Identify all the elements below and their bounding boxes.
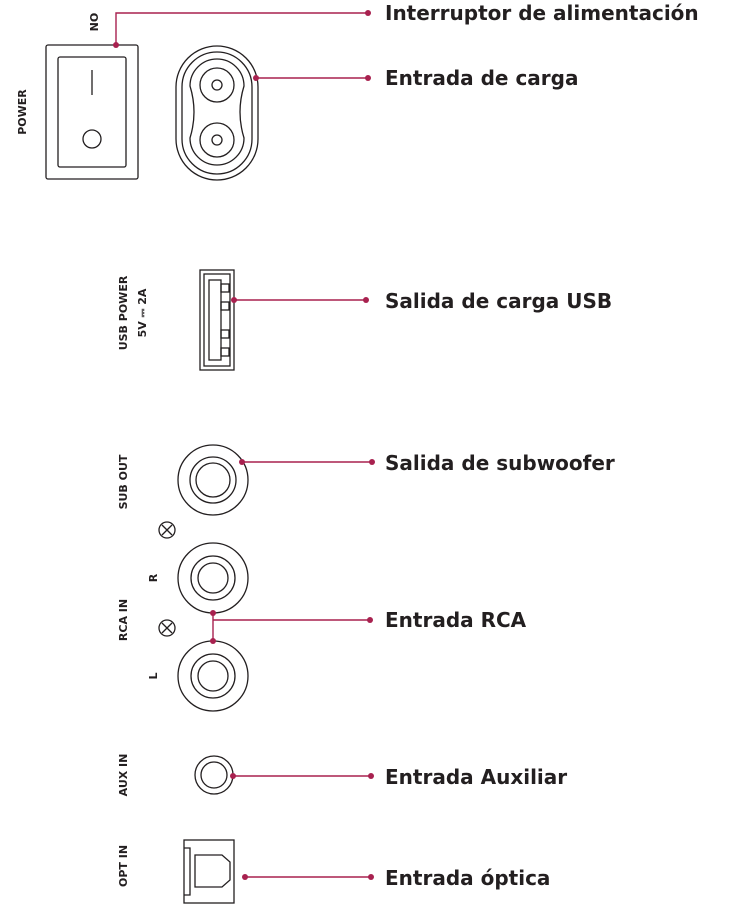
- usb-power-label: USB POWER: [117, 275, 130, 350]
- leader-end-dot: [363, 297, 369, 303]
- leader-start-dot: [230, 773, 236, 779]
- rca-in-label: RCA IN: [117, 599, 130, 641]
- usb-port-icon: [199, 269, 235, 371]
- leader-end-dot: [368, 874, 374, 880]
- usb-rating-label: 5V ⎓ 2A: [136, 288, 149, 337]
- leader-rca: [212, 613, 370, 641]
- callout-power-switch: Interruptor de alimentación: [385, 1, 699, 25]
- opt-in-label: OPT IN: [117, 845, 130, 887]
- rca-right-label: R: [147, 573, 160, 582]
- leader-end-dot: [365, 75, 371, 81]
- rca-jack-icon: [177, 444, 249, 516]
- callout-optical: Entrada óptica: [385, 866, 550, 890]
- callout-power-inlet: Entrada de carga: [385, 66, 578, 90]
- screw-icon: [158, 521, 176, 539]
- leader-start-dot: [210, 610, 216, 616]
- aux-in-label: AUX IN: [117, 754, 130, 797]
- rca-jack-icon: [177, 640, 249, 712]
- on-label: ON: [87, 13, 100, 32]
- leader-end-dot: [365, 10, 371, 16]
- leader-start-dot: [253, 75, 259, 81]
- leader-end-dot: [369, 459, 375, 465]
- callout-aux: Entrada Auxiliar: [385, 765, 567, 789]
- rocker-switch-icon: [45, 44, 139, 180]
- rca-left-label: L: [147, 672, 160, 679]
- callout-sub-out: Salida de subwoofer: [385, 451, 615, 475]
- leader-start-dot: [242, 874, 248, 880]
- aux-jack-icon: [194, 755, 234, 795]
- optical-port-icon: [183, 839, 235, 904]
- callout-usb: Salida de carga USB: [385, 289, 612, 313]
- leader-start-dot: [239, 459, 245, 465]
- sub-out-label: SUB OUT: [117, 454, 130, 509]
- ac-inlet-icon: [175, 45, 259, 181]
- power-label: POWER: [16, 89, 29, 135]
- leader-start-dot: [113, 42, 119, 48]
- callout-rca: Entrada RCA: [385, 608, 527, 632]
- rca-jack-icon: [177, 542, 249, 614]
- callout-leaders: [113, 10, 375, 880]
- screw-icon: [158, 619, 176, 637]
- leader-end-dot: [368, 773, 374, 779]
- leader-start-dot: [210, 638, 216, 644]
- leader-start-dot: [231, 297, 237, 303]
- leader-power-switch: [115, 12, 368, 45]
- leader-end-dot: [367, 617, 373, 623]
